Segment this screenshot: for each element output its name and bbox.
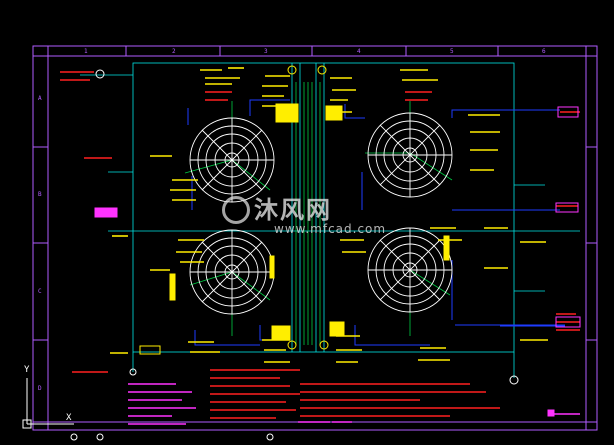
zone-row-d: D (38, 385, 42, 392)
watermark: 沐风网 www.mfcad.com (222, 196, 385, 236)
zone-row-c: C (38, 288, 42, 295)
tank-bottom-right (367, 227, 453, 313)
tank-top-left (189, 117, 275, 203)
tank-top-right (367, 112, 453, 198)
tank-bottom-left (189, 229, 275, 315)
zone-col-4: 4 (357, 48, 361, 55)
zone-row-b: B (38, 191, 42, 198)
red-tag-marks (60, 71, 580, 419)
axis-x-label: X (66, 413, 72, 423)
yellow-callout-marks (110, 67, 548, 363)
magenta-tag-marks (128, 383, 580, 425)
zone-row-a: A (38, 95, 42, 102)
zone-col-5: 5 (450, 48, 454, 55)
watermark-brand: 沐风网 (254, 196, 332, 224)
watermark-logo-icon (222, 196, 250, 224)
drawing-frame (32, 45, 598, 431)
zone-col-1: 1 (84, 48, 88, 55)
main-pipe-network (80, 62, 580, 378)
zone-col-6: 6 (542, 48, 546, 55)
zone-col-3: 3 (264, 48, 268, 55)
blue-pipe-runs (187, 99, 565, 346)
watermark-url: www.mfcad.com (274, 222, 387, 236)
zone-col-2: 2 (172, 48, 176, 55)
axis-y-label: Y (24, 365, 30, 375)
equipment-symbols (94, 65, 581, 417)
ucs-axis-marker (22, 378, 274, 441)
